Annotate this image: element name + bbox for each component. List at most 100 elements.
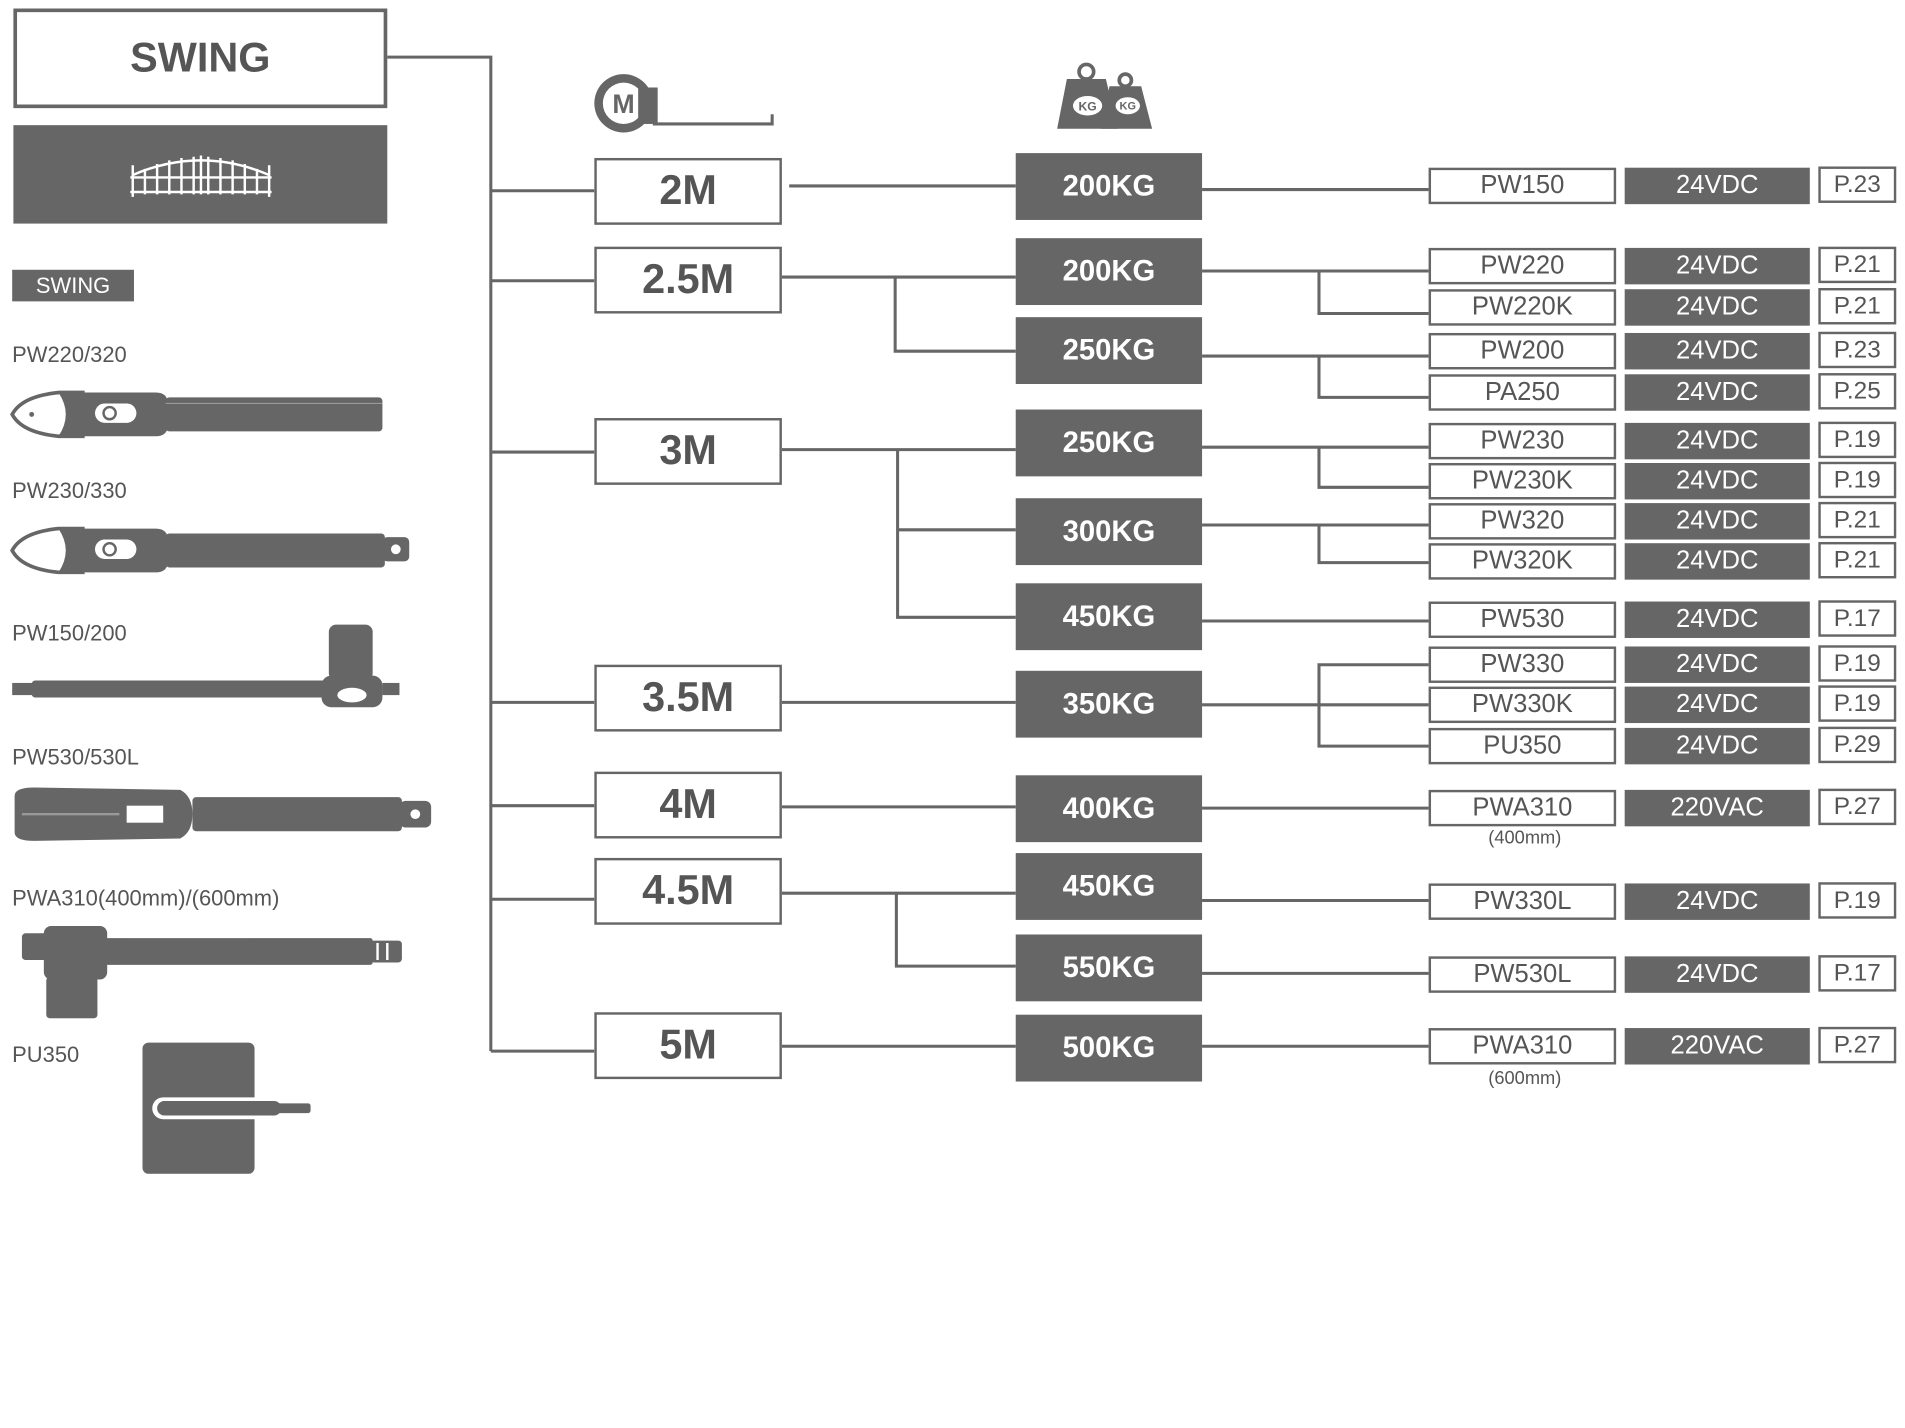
page-ref: P.19	[1833, 425, 1881, 453]
voltage-box: 220VAC	[1624, 789, 1810, 827]
model-box: PW150	[1428, 167, 1617, 205]
voltage-label: 24VDC	[1676, 506, 1759, 535]
model-name: PW200	[1480, 336, 1565, 365]
model-box: PU350	[1428, 727, 1617, 765]
page-ref-box: P.27	[1818, 1026, 1897, 1064]
page-ref: P.21	[1833, 506, 1881, 533]
model-name: PU350	[1483, 731, 1562, 760]
model-note: (400mm)	[1488, 827, 1562, 849]
voltage-box: 24VDC	[1624, 289, 1810, 326]
model-box: PW330L	[1428, 883, 1617, 920]
weight-box: 350KG	[1015, 670, 1203, 738]
model-name: PWA310	[1472, 1031, 1573, 1060]
model-name: PW320	[1480, 506, 1565, 535]
page-ref: P.23	[1833, 336, 1881, 363]
voltage-box: 220VAC	[1624, 1028, 1810, 1065]
page-ref: P.19	[1833, 649, 1881, 677]
model-name: PW230K	[1471, 466, 1573, 495]
length-box-5m: 5M	[594, 1012, 782, 1080]
kg-label-1: KG	[1078, 100, 1096, 114]
length-box-4m: 4M	[594, 771, 782, 839]
page-ref: P.17	[1833, 604, 1881, 632]
voltage-label: 24VDC	[1676, 690, 1759, 719]
model-box: PW230	[1428, 422, 1617, 460]
page-ref-box: P.29	[1818, 726, 1897, 764]
model-name: PW150	[1480, 171, 1565, 200]
voltage-box: 24VDC	[1624, 883, 1810, 920]
voltage-label: 24VDC	[1676, 251, 1759, 280]
weight-box: 200KG	[1015, 238, 1203, 306]
length-label: 3.5M	[642, 674, 735, 721]
voltage-box: 24VDC	[1624, 956, 1810, 993]
voltage-label: 24VDC	[1676, 731, 1759, 760]
model-box: PWA310	[1428, 1028, 1617, 1065]
weight-label: 200KG	[1062, 254, 1156, 288]
page-ref: P.21	[1833, 292, 1881, 319]
weight-box: 450KG	[1015, 853, 1203, 920]
weight-label: 250KG	[1062, 333, 1156, 367]
page-ref-box: P.27	[1818, 788, 1897, 826]
swing-tag: SWING	[12, 269, 134, 302]
model-name: PW330K	[1471, 690, 1573, 719]
voltage-box: 24VDC	[1624, 462, 1810, 500]
voltage-box: 24VDC	[1624, 374, 1810, 411]
weight-box: 200KG	[1015, 153, 1203, 220]
pw220-320-actuator-image	[10, 390, 383, 439]
weight-label: 550KG	[1062, 950, 1156, 984]
length-box-2-5m: 2.5M	[594, 246, 782, 314]
voltage-label: 24VDC	[1676, 426, 1759, 455]
model-box: PWA310	[1428, 789, 1617, 827]
model-name: PW530L	[1473, 960, 1572, 988]
voltage-box: 24VDC	[1624, 646, 1810, 683]
length-box-4-5m: 4.5M	[594, 857, 782, 925]
svg-text:M: M	[612, 89, 634, 119]
gate-image-panel	[13, 125, 388, 224]
weight-box: 500KG	[1015, 1014, 1203, 1082]
model-note: (600mm)	[1488, 1068, 1562, 1089]
voltage-label: 220VAC	[1670, 1031, 1764, 1060]
voltage-box: 24VDC	[1624, 247, 1810, 285]
model-box: PW220	[1428, 247, 1617, 285]
weight-label: 500KG	[1062, 1031, 1156, 1064]
page-ref-box: P.19	[1818, 645, 1897, 682]
length-label: 2M	[659, 167, 717, 214]
page-ref: P.21	[1833, 250, 1881, 278]
voltage-label: 24VDC	[1676, 650, 1759, 679]
weight-label: 350KG	[1062, 687, 1156, 721]
length-label: 3M	[659, 427, 717, 474]
swing-title-box: SWING	[13, 8, 388, 109]
swing-gate-icon	[129, 154, 271, 197]
page-ref: P.19	[1833, 689, 1881, 717]
model-box: PW530	[1428, 601, 1617, 638]
voltage-box: 24VDC	[1624, 601, 1810, 638]
weight-box: 450KG	[1015, 583, 1203, 651]
page-ref: P.23	[1833, 170, 1881, 198]
voltage-label: 24VDC	[1676, 171, 1759, 200]
length-box-2m: 2M	[594, 157, 782, 225]
page-ref: P.25	[1833, 377, 1881, 405]
weight-label: 450KG	[1062, 599, 1156, 633]
product-label-pwa310: PWA310(400mm)/(600mm)	[12, 885, 280, 911]
model-box: PW320K	[1428, 543, 1617, 580]
page-ref: P.19	[1833, 466, 1881, 493]
connector-lines	[387, 55, 1429, 1053]
length-box-3m: 3M	[594, 418, 782, 485]
pu350-underground-unit-image	[142, 1042, 311, 1174]
voltage-box: 24VDC	[1624, 422, 1810, 460]
weight-box: 250KG	[1015, 317, 1203, 385]
page-ref: P.19	[1833, 886, 1881, 914]
model-name: PW220	[1480, 251, 1565, 280]
pwa310-linear-actuator-image	[21, 925, 402, 1019]
length-label: 4.5M	[642, 867, 735, 914]
voltage-label: 220VAC	[1670, 793, 1764, 822]
page-ref-box: P.21	[1818, 501, 1897, 539]
model-box: PW200	[1428, 332, 1617, 370]
voltage-box: 24VDC	[1624, 332, 1810, 370]
page-ref-box: P.25	[1818, 373, 1897, 410]
product-label-pu350: PU350	[12, 1042, 80, 1067]
voltage-label: 24VDC	[1676, 960, 1759, 988]
page-ref-box: P.23	[1818, 331, 1897, 369]
model-box: PW320	[1428, 503, 1617, 540]
model-name: PW330L	[1473, 887, 1572, 916]
model-name: PW220K	[1471, 292, 1573, 321]
